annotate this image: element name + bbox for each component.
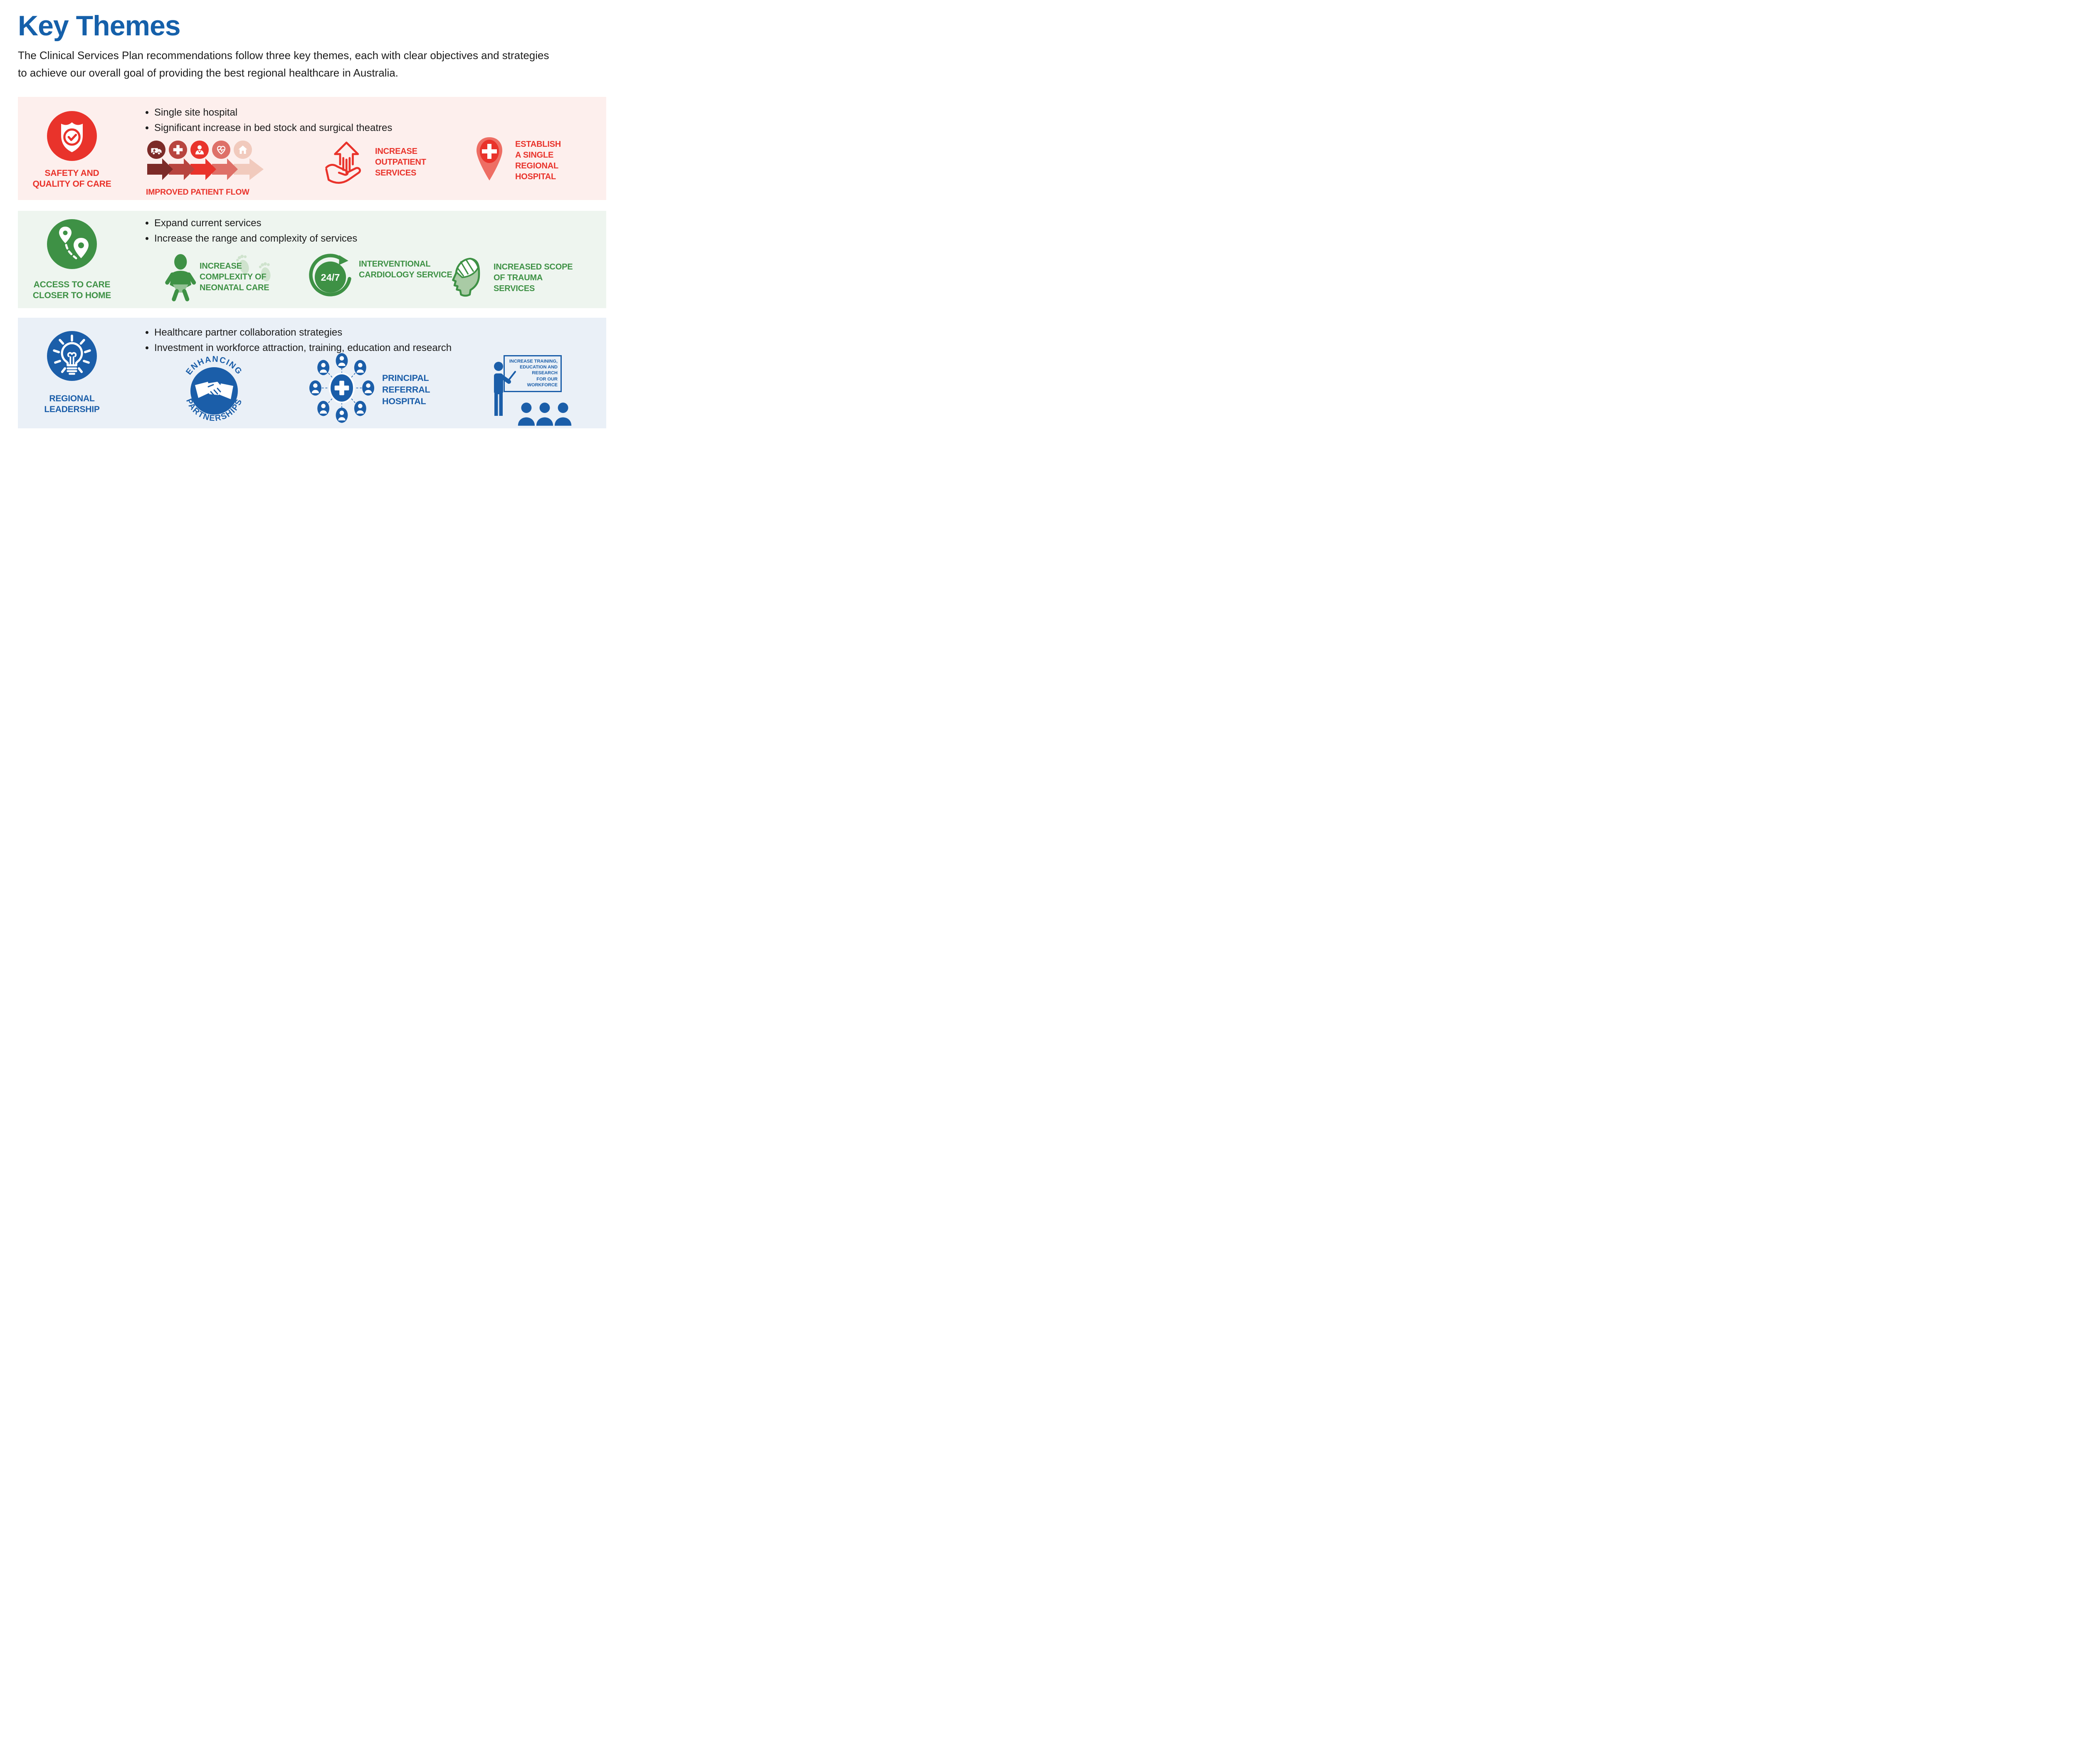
trauma-services-feature: INCREASED SCOPE OF TRAUMA SERVICES [450,256,573,300]
section-safety-and-quality: SAFETY AND QUALITY OF CARE Single site h… [18,96,606,200]
feature-label-trauma: INCREASED SCOPE OF TRAUMA SERVICES [494,262,573,293]
training-board: INCREASE TRAINING, EDUCATION AND RESEARC… [504,355,562,393]
patient-flow-arrows-icon [147,140,264,180]
bullet-item: Significant increase in bed stock and su… [154,122,392,134]
feature-label-improved-patient-flow: IMPROVED PATIENT FLOW [146,187,249,197]
bullet-list: Single site hospital Significant increas… [143,107,392,138]
feature-label-cardiology: INTERVENTIONAL CARDIOLOGY SERVICE [359,259,452,279]
principal-referral-hospital-feature: PRINCIPAL REFERRAL HOSPITAL [309,353,430,423]
section-theme-column: REGIONAL LEADERSHIP [25,318,119,415]
section-theme-column: ACCESS TO CARE CLOSER TO HOME [25,211,119,301]
improved-patient-flow-graphic: IMPROVED PATIENT FLOW [146,140,267,198]
route-map-pins-icon [47,219,97,269]
section-label: SAFETY AND QUALITY OF CARE [32,168,111,189]
24-7-badge-text: 24/7 [321,272,340,283]
bullet-item: Investment in workforce attraction, trai… [154,342,452,354]
hand-up-arrow-icon [325,141,361,184]
bullet-item: Expand current services [154,217,357,229]
increase-outpatient-services-feature: INCREASE OUTPATIENT SERVICES [323,139,426,186]
feature-label-referral: PRINCIPAL REFERRAL HOSPITAL [382,373,430,406]
intro-text: The Clinical Services Plan recommendatio… [18,49,549,79]
enhancing-partnerships-feature: ENHANCING PARTNERSHIPS [183,351,245,430]
cardiology-24-7-feature: 24/7 INTERVENTIONAL CARDIOLOGY SERVICE [308,253,452,300]
doctor-icon [190,140,209,159]
section-label: ACCESS TO CARE CLOSER TO HOME [32,279,111,300]
section-theme-column: SAFETY AND QUALITY OF CARE [25,97,119,190]
home-icon [234,140,252,159]
hospital-map-pin-icon [477,137,502,180]
bullet-list: Expand current services Increase the ran… [143,217,357,248]
hospital-network-icon [309,353,375,423]
feature-label-increase-outpatient: INCREASE OUTPATIENT SERVICES [375,146,426,178]
ambulance-icon [147,140,165,159]
medical-cross-icon [169,140,187,159]
handshake-badge-icon: ENHANCING PARTNERSHIPS [184,354,243,423]
feature-label-neonatal: INCREASE COMPLEXITY OF NEONATAL CARE [200,261,269,292]
presenter-icon [494,361,516,416]
lightbulb-icon [47,331,97,381]
section-label: REGIONAL LEADERSHIP [44,393,100,414]
neonatal-care-feature: INCREASE COMPLEXITY OF NEONATAL CARE [164,247,301,306]
feature-label-establish-hospital: ESTABLISH A SINGLE REGIONAL HOSPITAL [515,139,561,181]
audience-icons [518,402,572,426]
workforce-training-feature: INCREASE TRAINING, EDUCATION AND RESEARC… [491,354,574,426]
bullet-item: Increase the range and complexity of ser… [154,233,357,245]
section-regional-leadership: REGIONAL LEADERSHIP Healthcare partner c… [18,317,606,430]
bullet-list: Healthcare partner collaboration strateg… [143,327,452,358]
person-node-icons [309,353,375,423]
bandaged-head-icon [452,257,480,296]
single-regional-hospital-feature: ESTABLISH A SINGLE REGIONAL HOSPITAL [474,136,561,182]
bullet-item: Single site hospital [154,107,392,119]
shield-check-icon [47,111,97,161]
heart-pulse-icon [212,140,230,159]
24-7-badge-icon: 24/7 [309,253,351,296]
bullet-item: Healthcare partner collaboration strateg… [154,327,452,338]
section-access-to-care: ACCESS TO CARE CLOSER TO HOME Expand cur… [18,210,606,308]
baby-footprints-icon [236,254,271,282]
baby-icon [165,254,196,301]
page-title: Key Themes [18,10,181,42]
